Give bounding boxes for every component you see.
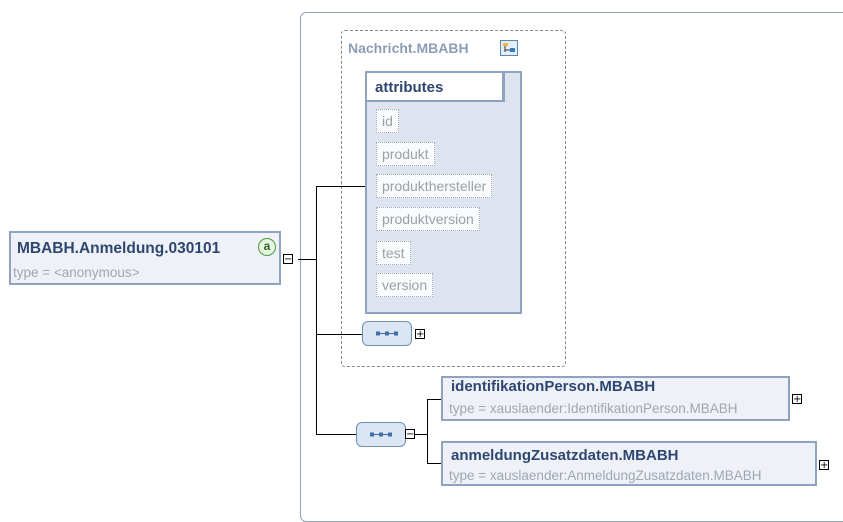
attribute-produkthersteller[interactable]: produkthersteller bbox=[376, 174, 493, 198]
attribute-badge-icon: a bbox=[258, 238, 276, 256]
expand-element-icon[interactable]: + bbox=[819, 460, 829, 471]
structure-icon[interactable] bbox=[500, 40, 518, 56]
attribute-test[interactable]: test bbox=[376, 241, 411, 265]
attributes-header[interactable]: attributes bbox=[365, 71, 505, 102]
group-title: Nachricht.MBABH bbox=[348, 40, 469, 56]
connector bbox=[427, 399, 428, 463]
child-element-name: anmeldungZusatzdaten.MBABH bbox=[451, 447, 679, 464]
attribute-id[interactable]: id bbox=[376, 109, 399, 133]
root-element-box[interactable] bbox=[9, 231, 281, 285]
connector bbox=[316, 186, 365, 187]
connector bbox=[427, 463, 441, 464]
child-element-name: identifikationPerson.MBABH bbox=[451, 378, 656, 395]
child-element-type: type = xauslaender:IdentifikationPerson.… bbox=[449, 401, 738, 416]
child-element-type: type = xauslaender:AnmeldungZusatzdaten.… bbox=[449, 468, 762, 483]
attribute-produkt[interactable]: produkt bbox=[376, 142, 435, 166]
attribute-version[interactable]: version bbox=[376, 273, 434, 297]
root-element-type: type = <anonymous> bbox=[13, 265, 140, 280]
child-element-box[interactable] bbox=[441, 376, 790, 421]
collapse-root-icon[interactable]: − bbox=[283, 254, 293, 265]
sequence-icon[interactable] bbox=[362, 321, 412, 346]
attribute-produktversion[interactable]: produktversion bbox=[376, 207, 480, 231]
connector bbox=[298, 259, 316, 260]
nachricht-group bbox=[341, 30, 566, 367]
connector bbox=[316, 434, 356, 435]
sequence-icon[interactable] bbox=[356, 422, 406, 447]
connector bbox=[427, 399, 441, 400]
connector bbox=[316, 334, 362, 335]
connector bbox=[415, 434, 427, 435]
expand-sequence-icon[interactable]: + bbox=[415, 329, 425, 340]
child-element-box[interactable] bbox=[441, 441, 817, 486]
expand-element-icon[interactable]: + bbox=[792, 394, 802, 405]
connector bbox=[316, 186, 317, 434]
collapse-sequence-icon[interactable]: − bbox=[405, 429, 415, 440]
root-element-name: MBABH.Anmeldung.030101 bbox=[17, 240, 221, 257]
